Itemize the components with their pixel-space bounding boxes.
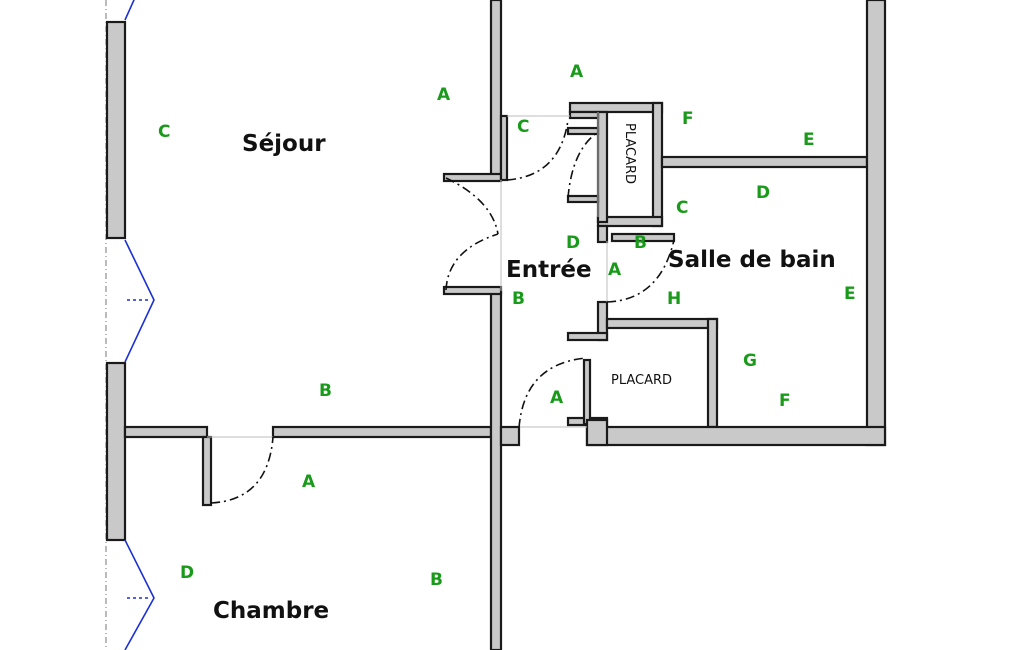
wall-sejour-entree-top bbox=[489, 0, 503, 182]
marker-entree-a-right: A bbox=[608, 260, 622, 280]
marker-entree-b: B bbox=[512, 289, 525, 309]
wall-left-upper bbox=[105, 20, 127, 240]
wall-placard-top-upper bbox=[568, 101, 664, 114]
wall-sdb-bottom bbox=[585, 425, 887, 447]
marker-entree-a-low: A bbox=[550, 388, 564, 408]
door-openings bbox=[207, 112, 608, 438]
marker-entree-a-top: A bbox=[570, 62, 584, 82]
elevation-markers: A B C C A D B A A F E C D B H E G F A D … bbox=[158, 62, 856, 590]
wall-sdb-bottom-left bbox=[585, 418, 609, 447]
marker-entree-c: C bbox=[517, 117, 529, 137]
wall-placard-top-right bbox=[651, 101, 664, 228]
marker-chambre-b: B bbox=[430, 570, 443, 590]
wall-placard-bottom-right bbox=[706, 317, 719, 429]
marker-entree-d: D bbox=[566, 233, 580, 253]
wall-placard-top-stub3 bbox=[566, 194, 600, 204]
marker-sejour-a: A bbox=[437, 85, 451, 105]
wall-entree-jamb-bottom bbox=[442, 285, 503, 296]
wall-left-middle bbox=[105, 361, 127, 542]
marker-chambre-a: A bbox=[302, 472, 316, 492]
door-swings bbox=[210, 119, 675, 504]
marker-hall-e: E bbox=[803, 130, 815, 150]
door-leaf-placard-bottom bbox=[582, 358, 592, 426]
wall-entree-jamb-top bbox=[442, 172, 503, 183]
wall-right-exterior bbox=[865, 0, 887, 447]
marker-placard-f: F bbox=[682, 109, 694, 129]
room-label-entree: Entrée bbox=[506, 257, 592, 283]
wall-placard-bottom-left-stub1 bbox=[566, 331, 609, 342]
marker-sdb-f: F bbox=[779, 391, 791, 411]
marker-sdb-g: G bbox=[743, 351, 757, 371]
room-label-chambre: Chambre bbox=[213, 598, 329, 624]
wall-placard-bottom-top bbox=[605, 317, 719, 330]
door-leaf-entree-top bbox=[499, 114, 509, 182]
wall-hall-sdb bbox=[660, 155, 869, 169]
marker-sejour-c: C bbox=[158, 122, 170, 142]
room-label-sejour: Séjour bbox=[242, 131, 326, 157]
room-label-placard-bottom: PLACARD bbox=[611, 373, 672, 388]
door-swing-placard-top bbox=[567, 131, 599, 199]
window-chambre bbox=[124, 539, 155, 650]
wall-placard-top-stub1 bbox=[568, 110, 600, 120]
wall-sdb-jamb-top bbox=[596, 224, 609, 244]
room-label-placard-top: PLACARD bbox=[622, 123, 637, 184]
door-leaf-sdb bbox=[610, 232, 676, 243]
wall-entree-lower-stub bbox=[499, 425, 521, 447]
walls bbox=[105, 0, 887, 650]
room-labels: Séjour Entrée Salle de bain Chambre PLAC… bbox=[213, 123, 836, 624]
marker-sdb-c: C bbox=[676, 198, 688, 218]
door-swing-chambre bbox=[210, 436, 274, 504]
door-swing-entree-double-a bbox=[445, 177, 499, 235]
window-sejour bbox=[124, 239, 155, 363]
door-swing-entree-double-b bbox=[445, 233, 499, 291]
marker-chambre-d: D bbox=[180, 563, 194, 583]
window-sejour-upper bbox=[124, 0, 135, 21]
door-swing-entree-top bbox=[506, 119, 569, 181]
room-label-salle-de-bain: Salle de bain bbox=[668, 247, 836, 273]
wall-placard-top-left bbox=[596, 110, 609, 224]
windows bbox=[124, 0, 155, 650]
marker-sdb-b: B bbox=[634, 233, 647, 253]
wall-sejour-entree-bottom bbox=[489, 289, 503, 650]
door-leaf-chambre bbox=[201, 435, 213, 507]
marker-sejour-b: B bbox=[319, 381, 332, 401]
wall-sejour-chambre-right bbox=[271, 425, 493, 439]
marker-sdb-d: D bbox=[756, 183, 770, 203]
marker-sdb-e: E bbox=[844, 284, 856, 304]
marker-sdb-h: H bbox=[667, 289, 681, 309]
wall-sejour-chambre-left bbox=[123, 425, 209, 439]
wall-placard-top-stub2 bbox=[566, 126, 600, 136]
